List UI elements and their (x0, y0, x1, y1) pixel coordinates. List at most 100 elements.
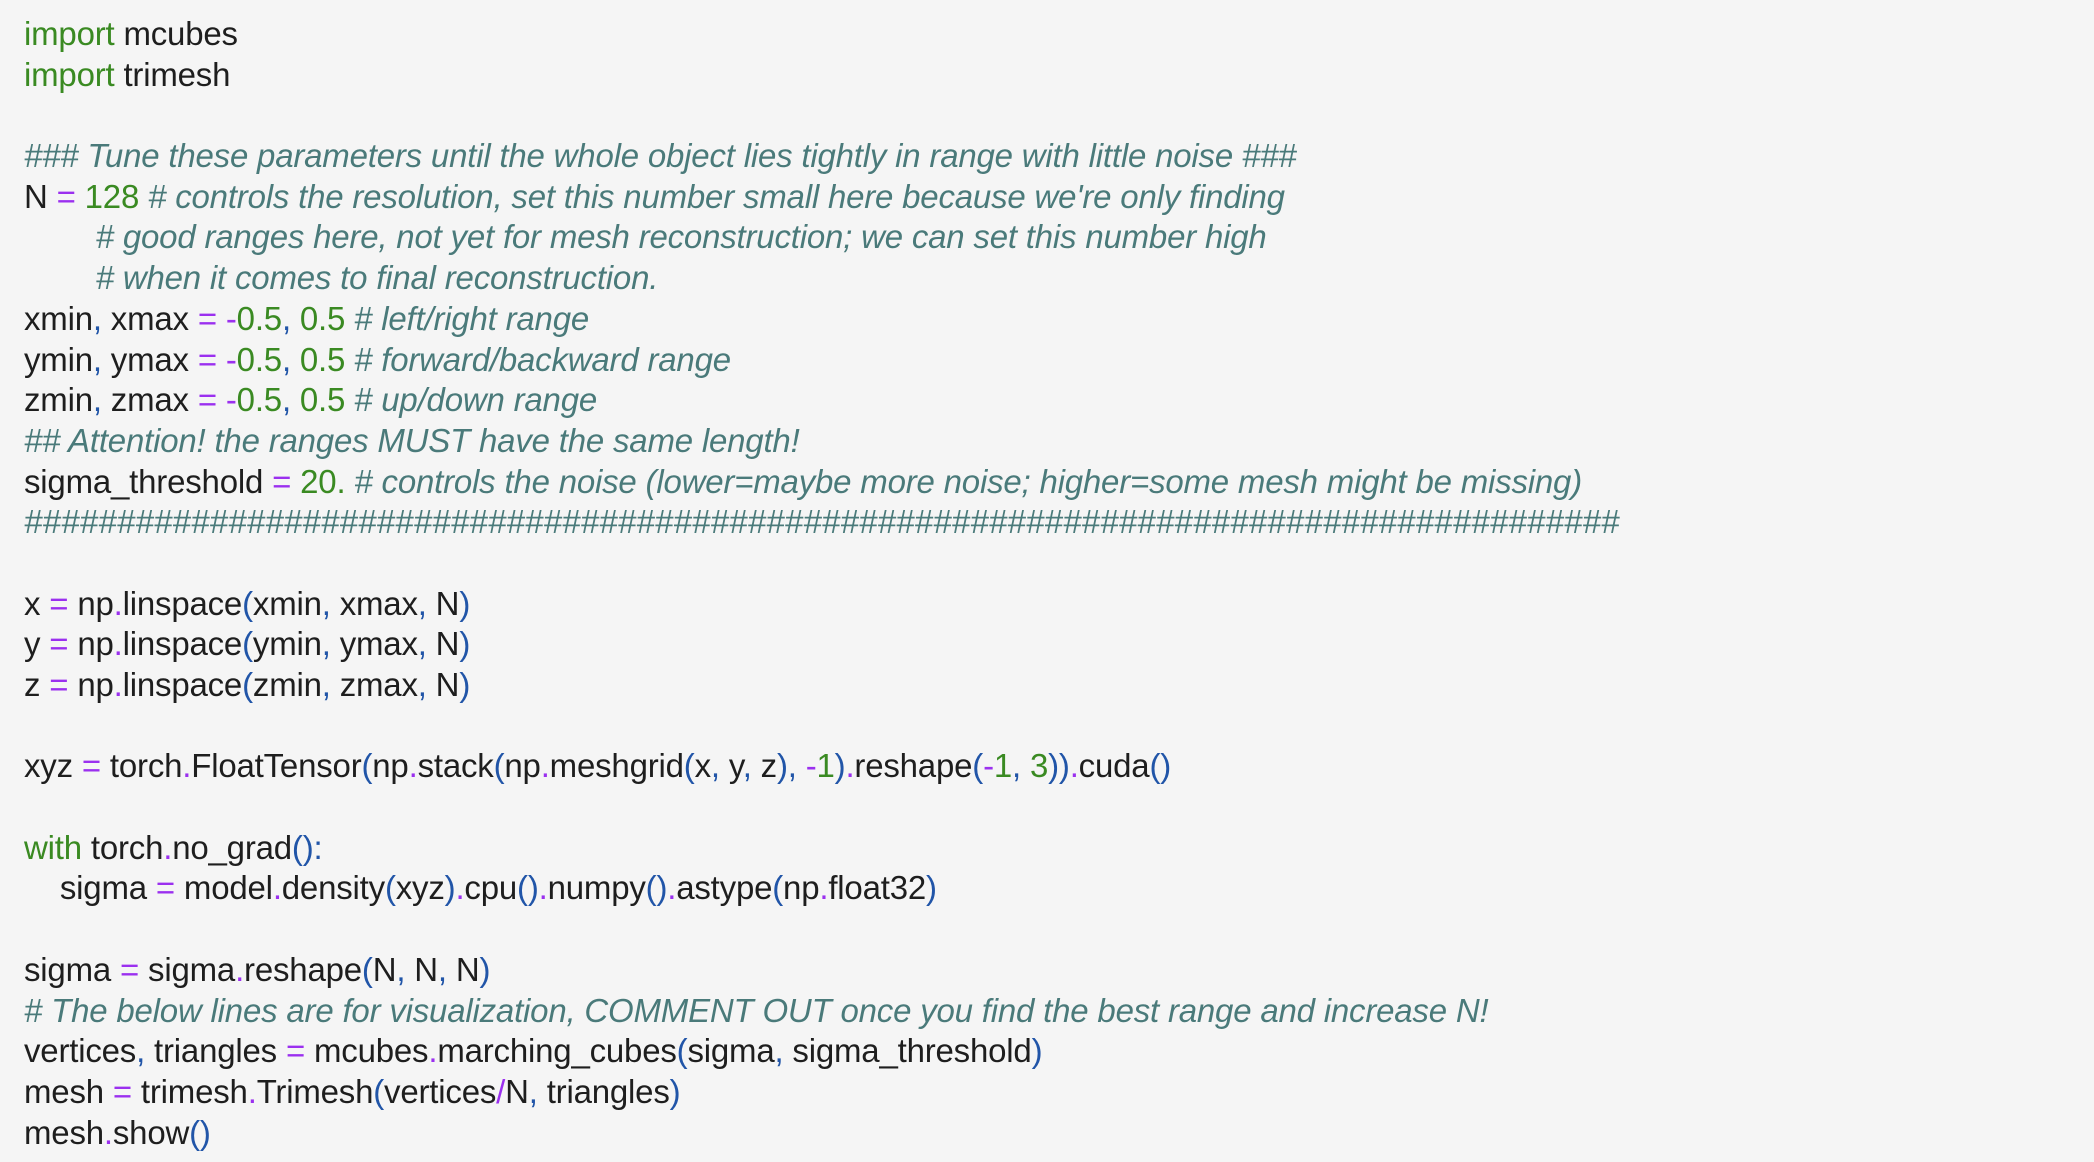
punctuation-token: ( (972, 747, 984, 785)
identifier-token (291, 300, 300, 337)
operator-token: . (845, 747, 855, 785)
identifier-token: xmax (330, 584, 418, 622)
identifier-token: vertices (24, 1032, 137, 1070)
code-line[interactable]: mesh.show() (24, 1113, 1620, 1154)
operator-token: = (56, 177, 76, 215)
comment-token: # left/right range (354, 299, 590, 337)
identifier-token: xyz (395, 869, 445, 907)
punctuation-token: , (92, 381, 102, 419)
punctuation-token: , (321, 666, 331, 703)
operator-token: - (225, 381, 237, 419)
identifier-token: mcubes (114, 15, 238, 52)
number-token: 0.5 (236, 299, 282, 337)
identifier-token: np (68, 625, 114, 663)
identifier-token: linspace (122, 666, 243, 703)
code-line[interactable]: ## Attention! the ranges MUST have the s… (24, 421, 1620, 462)
punctuation-token: ( (361, 950, 373, 988)
identifier-token: mesh (24, 1113, 104, 1151)
code-line[interactable]: xyz = torch.FloatTensor(np.stack(np.mesh… (24, 746, 1620, 787)
identifier-token: y (24, 625, 50, 663)
identifier-token: FloatTensor (191, 747, 362, 785)
code-line[interactable]: sigma = model.density(xyz).cpu().numpy()… (24, 868, 1620, 909)
operator-token: - (225, 299, 237, 337)
punctuation-token: , (321, 625, 331, 663)
identifier-token (217, 381, 226, 418)
code-line[interactable]: mesh = trimesh.Trimesh(vertices/N, trian… (24, 1072, 1620, 1113)
identifier-token: np (783, 869, 820, 907)
punctuation-token: , (92, 299, 102, 337)
identifier-token: N (426, 584, 460, 622)
code-line[interactable]: sigma = sigma.reshape(N, N, N) (24, 950, 1620, 991)
punctuation-token: ) (444, 869, 456, 907)
identifier-token: triangles (537, 1072, 670, 1110)
identifier-token (797, 747, 806, 784)
code-line[interactable]: ########################################… (24, 502, 1620, 543)
identifier-token: N (446, 950, 480, 988)
code-line[interactable]: # when it comes to final reconstruction. (24, 258, 1620, 299)
punctuation-token: )) (1048, 747, 1070, 785)
comment-token: # The below lines are for visualization,… (24, 991, 1489, 1029)
code-line[interactable]: x = np.linspace(xmin, xmax, N) (24, 584, 1620, 625)
identifier-token: np (372, 747, 409, 785)
code-line[interactable]: ### Tune these parameters until the whol… (24, 136, 1620, 177)
punctuation-token: () (517, 869, 539, 907)
blank-code-line[interactable] (24, 543, 1620, 584)
comment-token: # controls the noise (lower=maybe more n… (354, 462, 1582, 500)
blank-code-line[interactable] (24, 909, 1620, 950)
punctuation-token: , (1012, 747, 1021, 785)
operator-token: = (197, 340, 217, 378)
identifier-token: zmax (330, 666, 418, 703)
code-line[interactable]: vertices, triangles = mcubes.marching_cu… (24, 1031, 1620, 1072)
identifier-token: sigma_threshold (783, 1032, 1032, 1070)
code-line[interactable]: N = 128 # controls the resolution, set t… (24, 177, 1620, 218)
code-line[interactable]: import mcubes (24, 14, 1620, 55)
operator-token: = (49, 666, 69, 703)
code-line[interactable]: xmin, xmax = -0.5, 0.5 # left/right rang… (24, 299, 1620, 340)
identifier-token: cpu (464, 869, 518, 907)
code-line[interactable]: z = np.linspace(zmin, zmax, N) (24, 665, 1620, 706)
code-line[interactable]: zmin, zmax = -0.5, 0.5 # up/down range (24, 380, 1620, 421)
identifier-token: Trimesh (256, 1072, 374, 1110)
blank-code-line[interactable] (24, 706, 1620, 747)
punctuation-token: ( (242, 666, 253, 703)
punctuation-token: ( (676, 1032, 688, 1070)
operator-token: - (225, 340, 237, 378)
punctuation-token: ( (493, 747, 505, 785)
identifier-token: marching_cubes (437, 1032, 677, 1070)
punctuation-token: , (417, 584, 427, 622)
operator-token: . (103, 1113, 113, 1151)
operator-token: = (285, 1032, 306, 1070)
blank-code-line[interactable] (24, 787, 1620, 828)
code-line[interactable]: # good ranges here, not yet for mesh rec… (24, 217, 1620, 258)
operator-token: . (408, 747, 418, 785)
identifier-token: x (24, 584, 50, 622)
identifier-token: reshape (244, 950, 362, 988)
code-line[interactable]: ymin, ymax = -0.5, 0.5 # forward/backwar… (24, 340, 1620, 381)
operator-token: . (455, 869, 465, 907)
operator-token: . (182, 747, 192, 785)
operator-token: = (49, 625, 69, 663)
identifier-token (139, 178, 148, 215)
identifier-token: ymin (24, 340, 93, 378)
blank-code-line[interactable] (24, 95, 1620, 136)
punctuation-token: , (136, 1032, 146, 1070)
punctuation-token: () (645, 869, 668, 907)
operator-token: = (81, 747, 101, 785)
identifier-token: np (68, 584, 114, 622)
code-line[interactable]: import trimesh (24, 55, 1620, 96)
code-line[interactable]: with torch.no_grad(): (24, 828, 1620, 869)
identifier-token (1021, 747, 1030, 784)
code-line[interactable]: # The below lines are for visualization,… (24, 991, 1620, 1032)
identifier-token: xyz (24, 747, 82, 785)
code-line[interactable]: sigma_threshold = 20. # controls the noi… (24, 462, 1620, 503)
comment-token: # controls the resolution, set this numb… (148, 177, 1285, 215)
code-line[interactable]: y = np.linspace(ymin, ymax, N) (24, 624, 1620, 665)
identifier-token: zmin (252, 666, 322, 703)
punctuation-token: , (417, 666, 427, 703)
identifier-token: N (24, 177, 57, 215)
identifier-token (345, 300, 354, 337)
operator-token: = (155, 869, 175, 907)
identifier-token (291, 341, 300, 378)
punctuation-token: ( (772, 869, 784, 907)
